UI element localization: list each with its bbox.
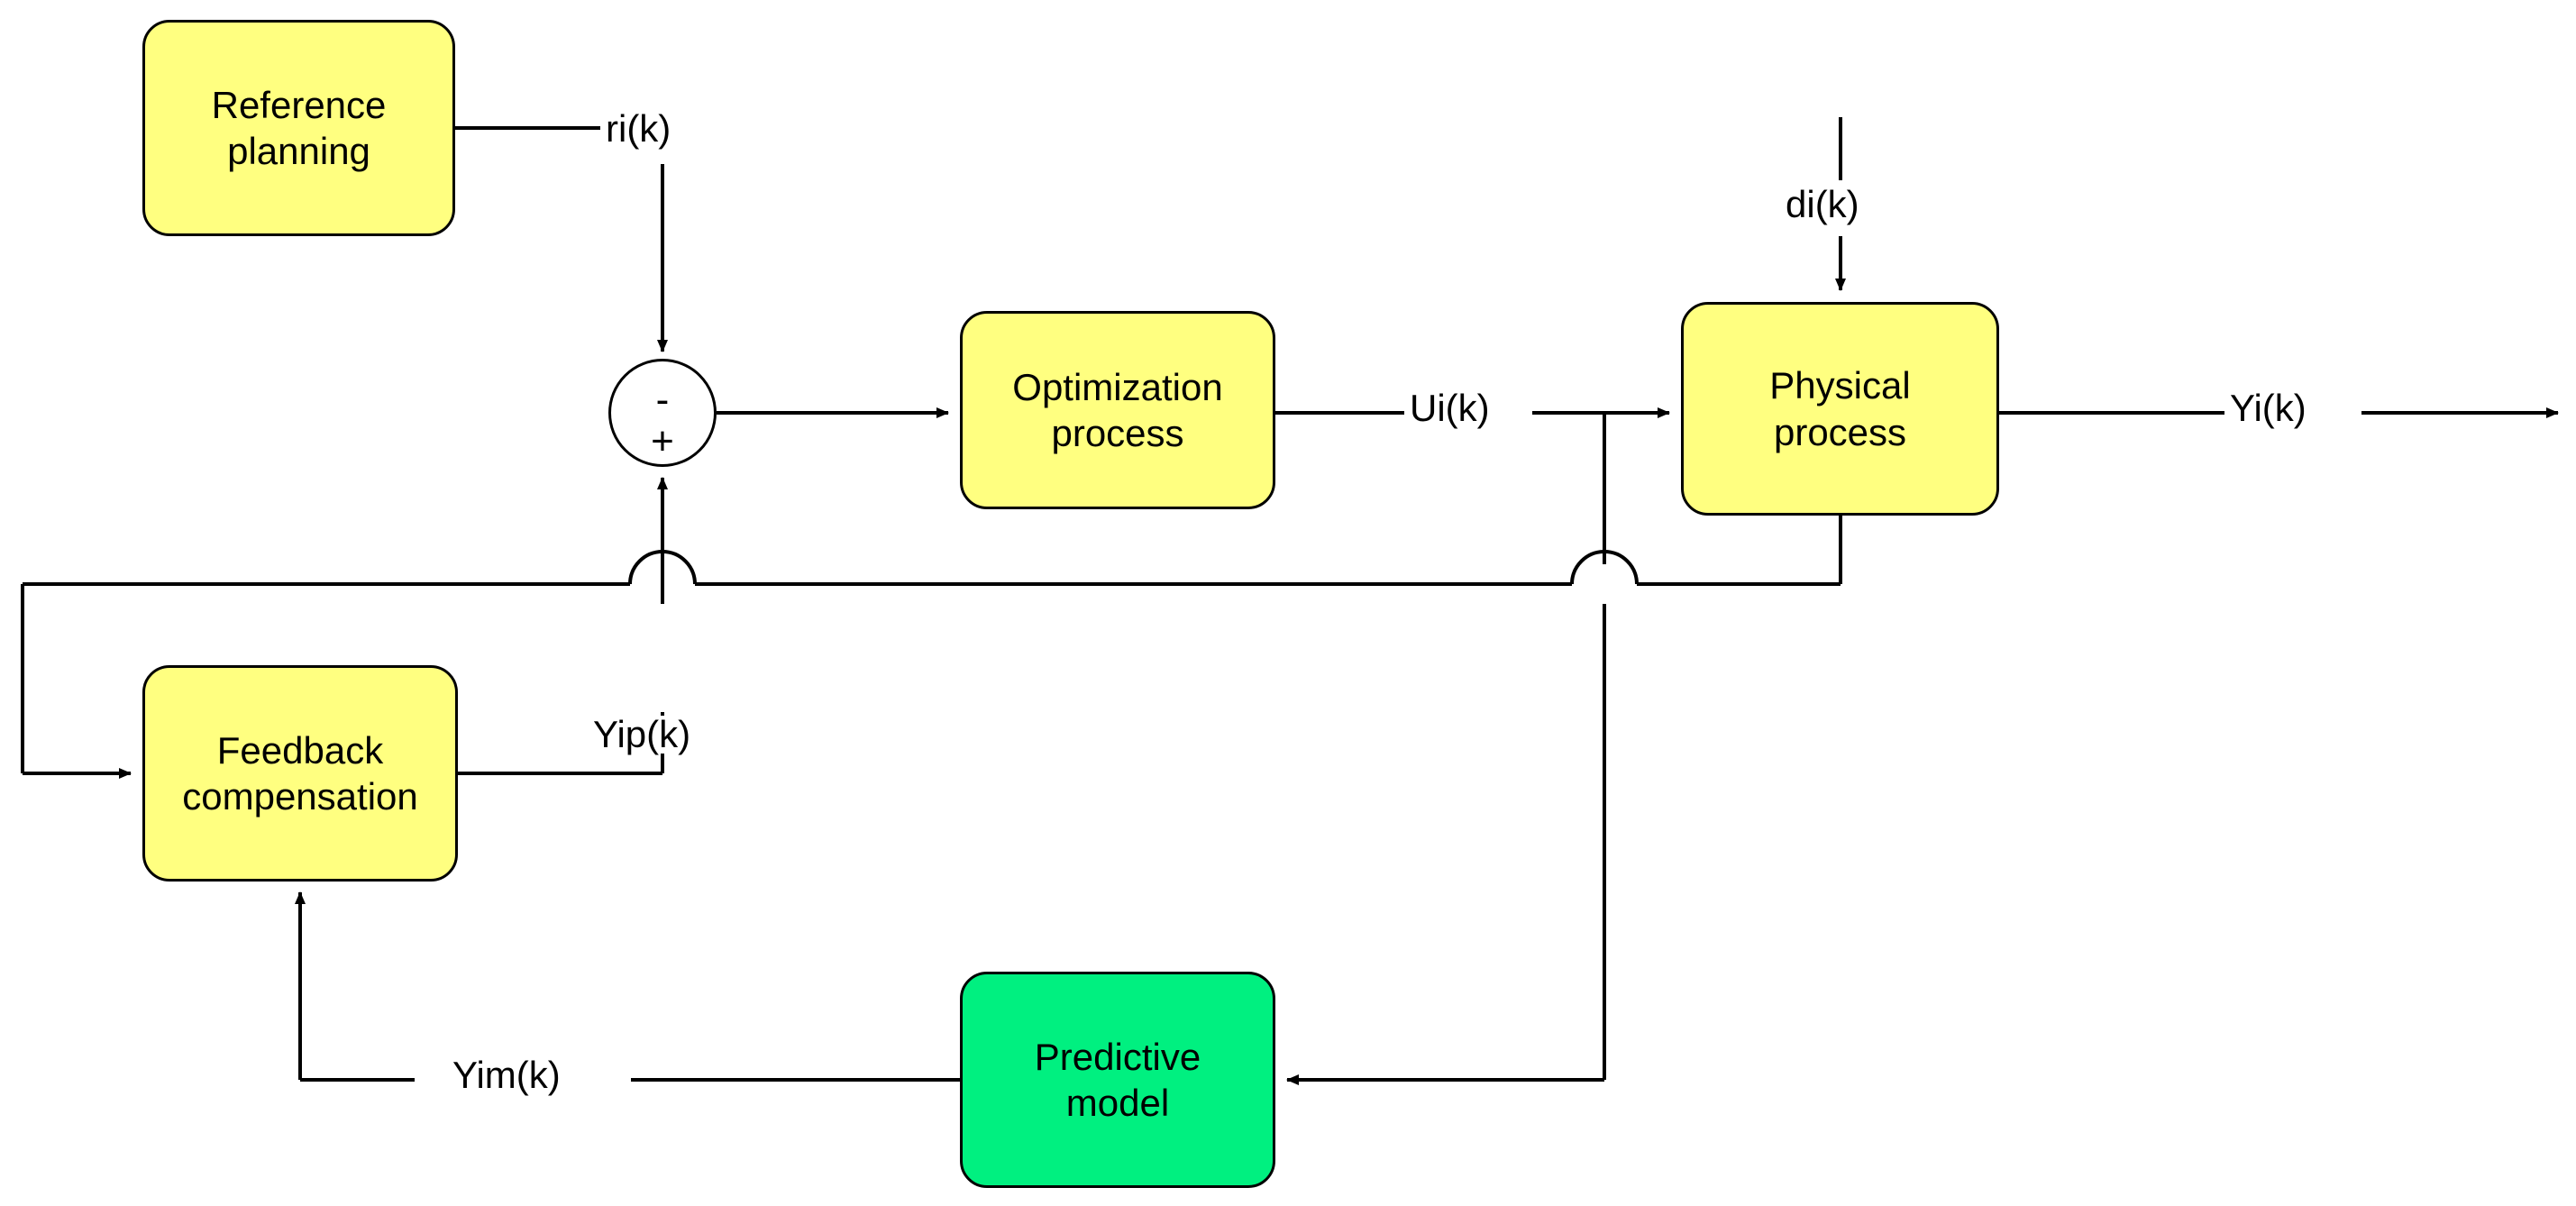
signal-label-yi: Yi(k) (2224, 389, 2312, 427)
block-reference-planning[interactable]: Reference planning (142, 20, 455, 236)
summing-junction-plus-sign: + (651, 419, 674, 463)
signal-label-yip: Yip(k) (588, 716, 697, 754)
block-label-line2: planning (227, 130, 370, 172)
block-optimization-process[interactable]: Optimization process (960, 311, 1275, 509)
block-label-line2: compensation (182, 775, 418, 818)
signal-label-ui: Ui(k) (1404, 389, 1495, 427)
signal-label-di: di(k) (1780, 186, 1865, 224)
signal-label-yim: Yim(k) (447, 1056, 566, 1094)
block-label-line1: Physical (1769, 364, 1911, 407)
wire-hop-ui-branch (1570, 550, 1639, 585)
block-label-line2: process (1051, 412, 1184, 454)
block-label-line1: Predictive (1034, 1035, 1201, 1078)
block-physical-process[interactable]: Physical process (1681, 302, 1999, 516)
block-label-line2: process (1773, 410, 1907, 453)
block-feedback-compensation[interactable]: Feedback compensation (142, 665, 458, 882)
block-label-line1: Reference (211, 83, 387, 126)
block-predictive-model[interactable]: Predictive model (960, 972, 1275, 1188)
block-label-line1: Optimization (1012, 365, 1223, 408)
block-label-line2: model (1065, 1082, 1170, 1124)
signal-label-ri: ri(k) (600, 110, 677, 148)
summing-junction[interactable] (608, 359, 717, 467)
summing-junction-minus-sign: - (655, 378, 670, 422)
block-label-line1: Feedback (216, 728, 384, 772)
